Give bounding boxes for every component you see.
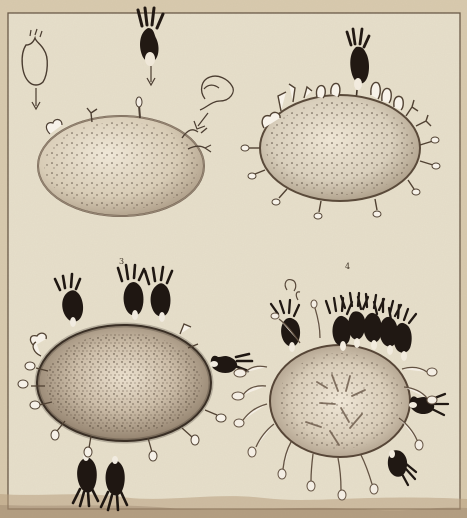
panel-number-3: 3: [119, 258, 124, 266]
panel-number-4: 4: [345, 263, 350, 271]
